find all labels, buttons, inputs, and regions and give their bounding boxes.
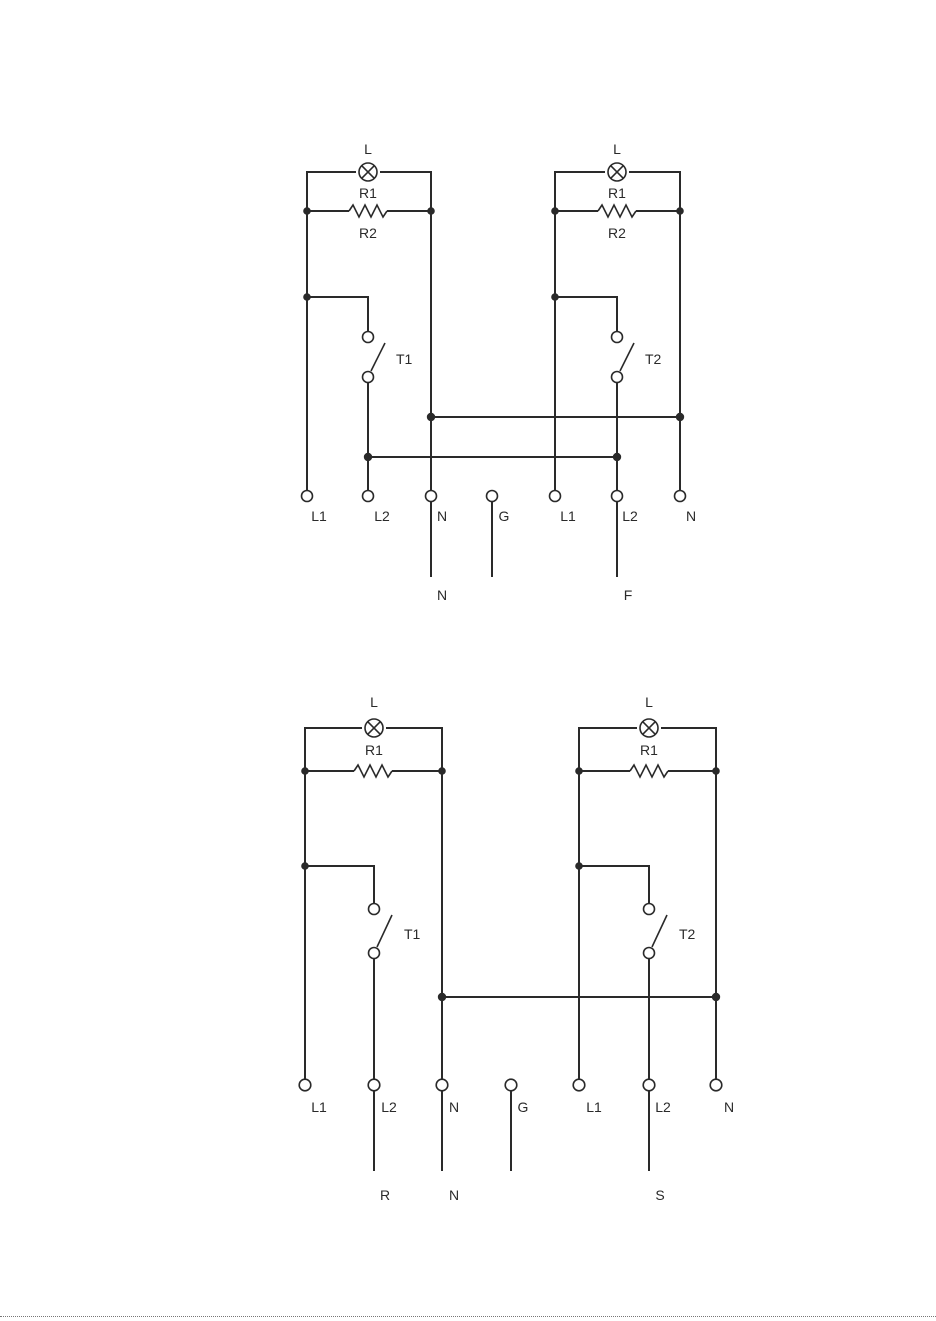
switch-label: T2: [645, 351, 662, 367]
resistor-r1-label: R1: [608, 185, 626, 201]
junction-dot: [303, 293, 311, 301]
junction-dot: [551, 207, 559, 215]
junction-dot: [438, 993, 446, 1001]
resistor-r1-label: R1: [365, 742, 383, 758]
switch-icon: [363, 332, 386, 383]
output-label: N: [437, 587, 447, 603]
terminal-label: L1: [311, 1099, 327, 1115]
wire: [579, 728, 637, 1081]
resistor-r2-label: R2: [359, 225, 377, 241]
resistor-icon: [354, 765, 392, 777]
terminal: [675, 491, 686, 502]
terminal-row-1: [302, 491, 686, 502]
terminal: [573, 1079, 585, 1091]
wire: [555, 297, 617, 331]
lamp-label: L: [364, 141, 372, 157]
junction-dot: [364, 453, 372, 461]
output-label: F: [624, 587, 633, 603]
lamp-label: L: [370, 694, 378, 710]
wiring-diagram-1: L R1 R2 T1: [302, 141, 697, 603]
terminal: [643, 1079, 655, 1091]
lamp-icon: [359, 163, 377, 181]
wire: [305, 728, 362, 1081]
switch-icon: [369, 904, 393, 959]
lamp-icon: [640, 719, 658, 737]
wire: [305, 866, 374, 903]
terminal: [487, 491, 498, 502]
page-bottom-rule: [0, 1316, 936, 1317]
wire: [307, 297, 368, 331]
lamp-icon: [608, 163, 626, 181]
output-label: R: [380, 1187, 390, 1203]
switch-label: T2: [679, 926, 696, 942]
terminal: [505, 1079, 517, 1091]
output-label: N: [449, 1187, 459, 1203]
terminal-label: N: [724, 1099, 734, 1115]
junction-dot: [438, 767, 446, 775]
wire: [661, 728, 716, 1081]
unit-right-2: L R1 T2: [575, 694, 720, 1081]
terminal-label: L2: [655, 1099, 671, 1115]
wire: [555, 172, 605, 493]
junction-dot: [301, 767, 309, 775]
terminal: [426, 491, 437, 502]
junction-dot: [427, 413, 435, 421]
terminal-row-2: [299, 1079, 722, 1091]
terminal-label: G: [518, 1099, 529, 1115]
switch-label: T1: [396, 351, 413, 367]
wire: [386, 728, 442, 1081]
junction-dot: [575, 767, 583, 775]
junction-dot: [303, 207, 311, 215]
wire: [307, 172, 356, 493]
terminal: [550, 491, 561, 502]
wire: [579, 866, 649, 903]
junction-dot: [575, 862, 583, 870]
terminal-label: N: [686, 508, 696, 524]
junction-dot: [301, 862, 309, 870]
resistor-icon: [349, 205, 387, 217]
terminal: [368, 1079, 380, 1091]
junction-dot: [712, 993, 720, 1001]
lamp-icon: [365, 719, 383, 737]
switch-icon: [644, 904, 668, 959]
junction-dot: [427, 207, 435, 215]
terminal-label: L1: [586, 1099, 602, 1115]
resistor-r1-label: R1: [359, 185, 377, 201]
output-label: S: [655, 1187, 664, 1203]
unit-left-1: L R1 R2 T1: [303, 141, 435, 493]
unit-right-1: L R1 R2 T2: [551, 141, 684, 493]
resistor-icon: [598, 205, 636, 217]
junction-dot: [676, 413, 684, 421]
terminal-label: N: [437, 508, 447, 524]
junction-dot: [712, 767, 720, 775]
terminal: [436, 1079, 448, 1091]
terminal-label: L1: [311, 508, 327, 524]
terminal-label: L2: [622, 508, 638, 524]
lamp-label: L: [613, 141, 621, 157]
junction-dot: [551, 293, 559, 301]
terminal-label: N: [449, 1099, 459, 1115]
terminal: [363, 491, 374, 502]
resistor-r1-label: R1: [640, 742, 658, 758]
terminal: [612, 491, 623, 502]
wire: [629, 172, 680, 493]
terminal-label: G: [499, 508, 510, 524]
wire: [380, 172, 431, 493]
terminal: [302, 491, 313, 502]
switch-icon: [612, 332, 635, 383]
unit-left-2: L R1 T1: [301, 694, 446, 1081]
terminal-label: L2: [381, 1099, 397, 1115]
terminal: [710, 1079, 722, 1091]
junction-dot: [613, 453, 621, 461]
terminal: [299, 1079, 311, 1091]
resistor-r2-label: R2: [608, 225, 626, 241]
wiring-diagram-2: L R1 T1 L: [299, 694, 734, 1203]
resistor-icon: [630, 765, 668, 777]
terminal-label: L1: [560, 508, 576, 524]
junction-dot: [676, 207, 684, 215]
lamp-label: L: [645, 694, 653, 710]
switch-label: T1: [404, 926, 421, 942]
terminal-label: L2: [374, 508, 390, 524]
